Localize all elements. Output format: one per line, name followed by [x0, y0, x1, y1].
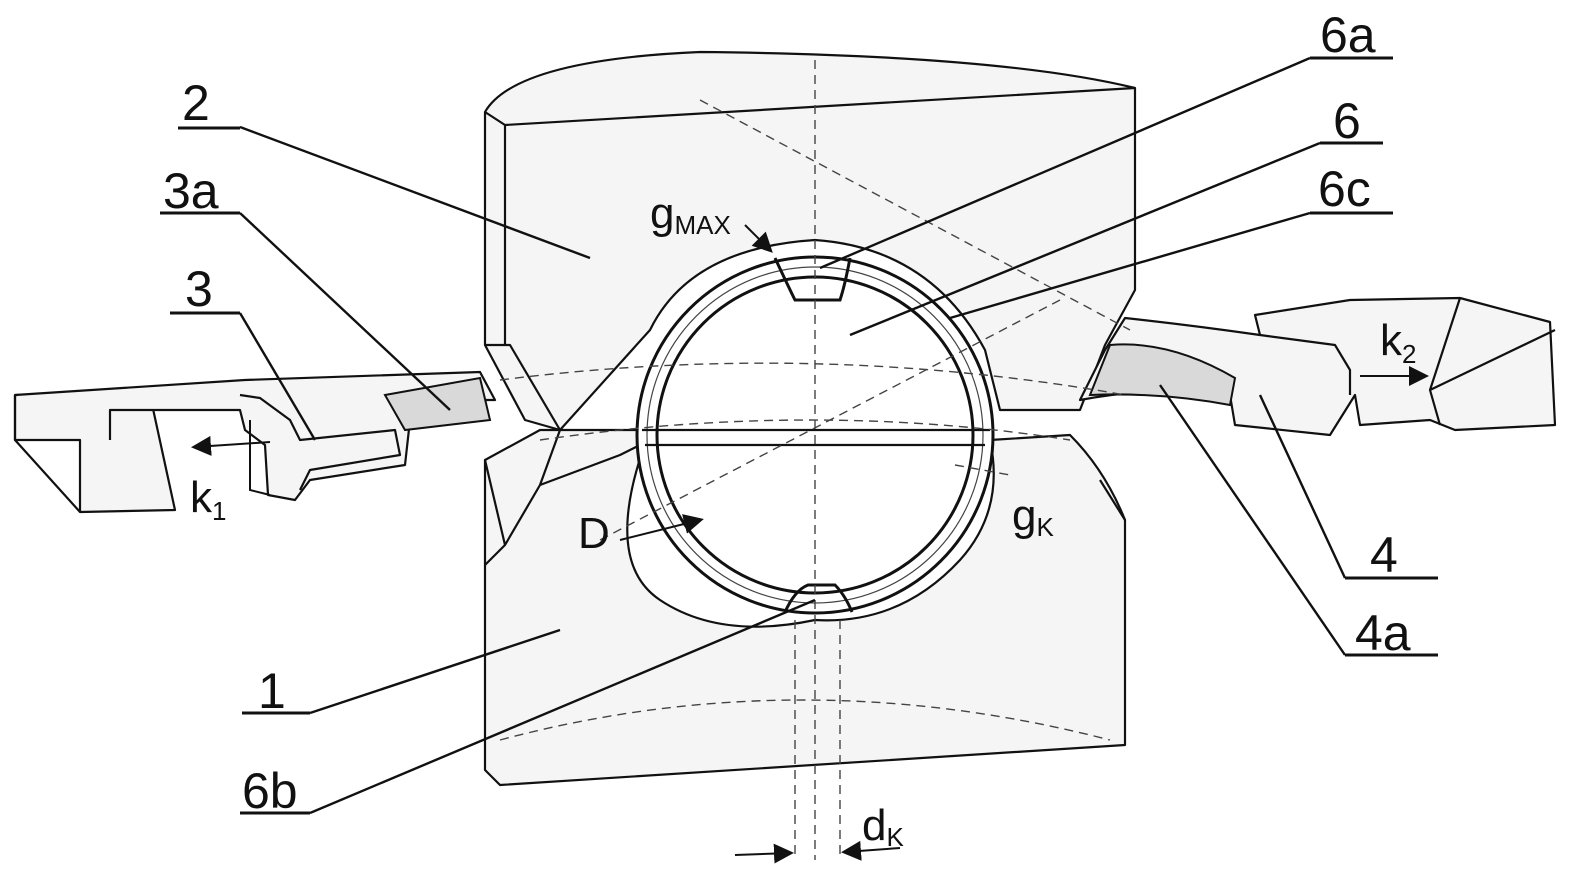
label-6c: 6c	[1318, 161, 1371, 217]
hidden-lines	[499, 60, 1131, 860]
reference-labels: 2 3a 3 1 6a 6 6c 4 4a 6b	[163, 7, 1411, 819]
label-4a: 4a	[1355, 605, 1411, 661]
left-actuator	[13, 370, 497, 514]
label-2: 2	[182, 75, 210, 131]
label-6b: 6b	[242, 763, 298, 819]
lower-die	[483, 428, 1127, 787]
right-actuator	[1078, 296, 1557, 437]
symbol-d-k: dK	[862, 801, 904, 852]
symbols: gMAX k1 k2 D gK dK	[190, 189, 1416, 852]
symbol-D: D	[578, 509, 610, 558]
symbol-k2: k2	[1380, 316, 1416, 369]
leader-lines	[160, 56, 1438, 815]
label-6: 6	[1333, 93, 1361, 149]
label-1: 1	[258, 663, 286, 719]
label-3: 3	[185, 261, 213, 317]
label-3a: 3a	[163, 163, 219, 219]
symbol-g-k: gK	[1012, 491, 1054, 542]
symbol-g-max: gMAX	[650, 189, 731, 240]
symbol-k1: k1	[190, 473, 226, 526]
upper-die	[483, 50, 1137, 432]
label-4: 4	[1370, 527, 1398, 583]
dimension-dk	[734, 840, 901, 864]
label-6a: 6a	[1320, 7, 1376, 63]
